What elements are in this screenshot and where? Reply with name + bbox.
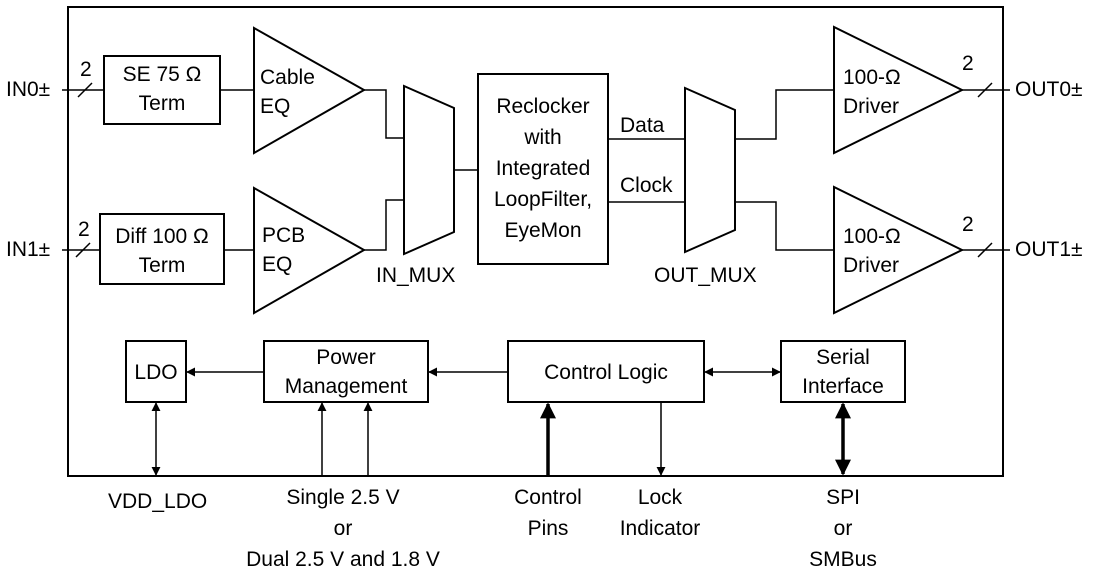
power-management-block [263, 340, 429, 403]
reclocker-line5: EyeMon [504, 219, 581, 242]
serial-interface-line1: Serial [816, 346, 870, 369]
diff-term-block [99, 213, 225, 285]
supply-line2: or [334, 517, 353, 540]
reclocker-line2: with [523, 126, 561, 149]
cable-eq-amplifier [253, 26, 367, 155]
reclocker-line3: Integrated [496, 157, 591, 180]
out0-label: OUT0± [1015, 78, 1083, 101]
control-logic-block [507, 340, 705, 403]
driver0-amplifier [833, 25, 965, 155]
supply-line1: Single 2.5 V [286, 486, 399, 509]
cable-eq-to-mux-wire [364, 89, 404, 139]
in1-label: IN1± [6, 238, 50, 261]
in-mux-label: IN_MUX [376, 264, 455, 287]
supply-line3: Dual 2.5 V and 1.8 V [246, 548, 440, 571]
in1-bus-slash [75, 242, 91, 258]
reclocker-block [477, 73, 609, 265]
control-pins-line1: Control [514, 486, 582, 509]
diff-term-line1: Diff 100 Ω [115, 225, 209, 248]
spi-smbus-line3: SMBus [809, 548, 877, 571]
lock-indicator-line1: Lock [638, 486, 683, 509]
reclocker-line1: Reclocker [496, 95, 589, 118]
pcb-eq-line1: PCB [262, 224, 305, 247]
clock-label: Clock [620, 174, 673, 197]
out-mux-label: OUT_MUX [654, 264, 757, 287]
control-logic-label: Control Logic [544, 361, 668, 384]
out1-bus-slash [977, 242, 993, 258]
reclocker-line4: LoopFilter, [494, 188, 592, 211]
cable-eq-line1: Cable [260, 66, 315, 89]
mux-to-driver1-wire [735, 201, 834, 251]
in0-bus-slash [77, 82, 93, 98]
se-term-line1: SE 75 Ω [123, 63, 202, 86]
spi-smbus-line1: SPI [826, 486, 860, 509]
pcb-eq-line2: EQ [262, 253, 292, 276]
data-label: Data [620, 114, 665, 137]
out0-bus-slash [977, 82, 993, 98]
power-mgmt-line2: Management [285, 375, 408, 398]
out1-bus-width: 2 [962, 213, 974, 236]
se-term-block [103, 55, 221, 125]
se-term-line2: Term [139, 92, 186, 115]
ldo-block [125, 340, 187, 403]
driver0-line2: Driver [843, 95, 899, 118]
pcb-eq-to-mux-wire [364, 199, 404, 251]
serial-interface-line2: Interface [802, 375, 884, 398]
power-mgmt-line1: Power [316, 346, 376, 369]
pcb-eq-amplifier [253, 186, 367, 315]
control-pins-line2: Pins [528, 517, 569, 540]
mux-to-driver0-wire [735, 89, 834, 140]
ldo-label: LDO [134, 361, 177, 384]
driver1-line2: Driver [843, 254, 899, 277]
vdd-ldo-label: VDD_LDO [108, 490, 207, 513]
driver1-line1: 100-Ω [843, 225, 901, 248]
serial-interface-block [780, 340, 906, 403]
driver0-line1: 100-Ω [843, 66, 901, 89]
in0-bus-width: 2 [80, 58, 92, 81]
cable-eq-line2: EQ [260, 95, 290, 118]
in0-label: IN0± [6, 78, 50, 101]
out1-label: OUT1± [1015, 238, 1083, 261]
out-mux [684, 86, 736, 254]
in-mux [403, 84, 455, 256]
driver1-amplifier [833, 185, 965, 315]
lock-indicator-line2: Indicator [620, 517, 701, 540]
in1-bus-width: 2 [78, 218, 90, 241]
out0-bus-width: 2 [962, 52, 974, 75]
spi-smbus-line2: or [834, 517, 853, 540]
diff-term-line2: Term [139, 254, 186, 277]
